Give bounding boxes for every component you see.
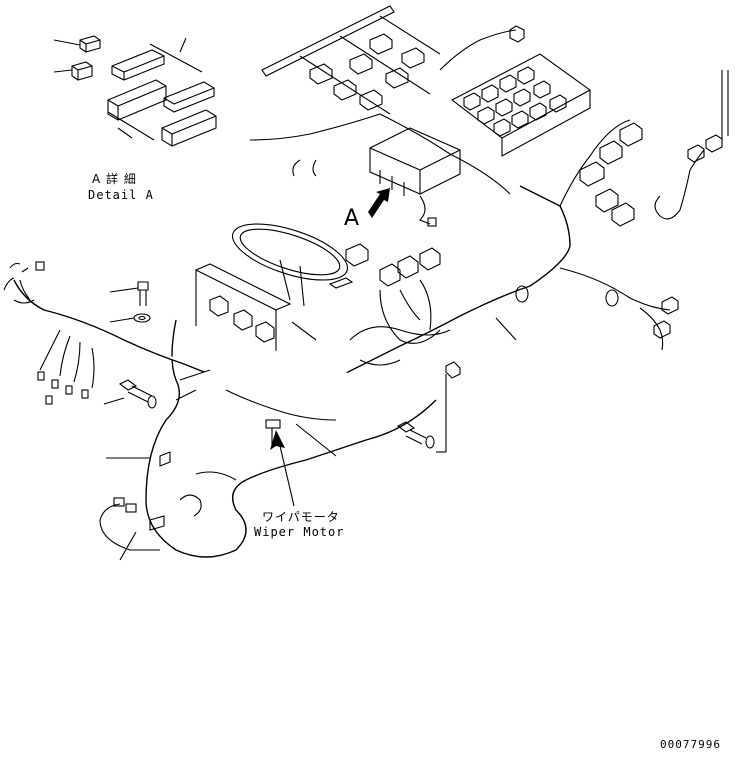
- lower-harness-loop: [99, 319, 437, 558]
- wiper-motor-label-jp: ワイパモータ: [262, 510, 340, 524]
- detail-a-parts: [53, 35, 217, 147]
- fasteners: [118, 281, 461, 453]
- console-connectors: [345, 243, 451, 366]
- left-harness-branch: [3, 261, 205, 405]
- view-marker-label: A: [344, 206, 361, 231]
- relay-block: [450, 53, 592, 157]
- main-harness-right: [319, 70, 729, 387]
- view-arrow-a: [368, 188, 390, 218]
- detail-a-title-en: Detail A: [88, 188, 154, 202]
- wiper-motor-label-en: Wiper Motor: [254, 525, 345, 539]
- detail-a-title-jp: A 詳 細: [92, 172, 137, 186]
- upper-relay-frame: [261, 5, 525, 115]
- drawing-number: 00077996: [660, 738, 721, 751]
- steering-column: [195, 223, 354, 371]
- cab-controller: [249, 113, 511, 227]
- wiper-pointer-arrow: [270, 430, 295, 507]
- leader-lines: [103, 287, 337, 561]
